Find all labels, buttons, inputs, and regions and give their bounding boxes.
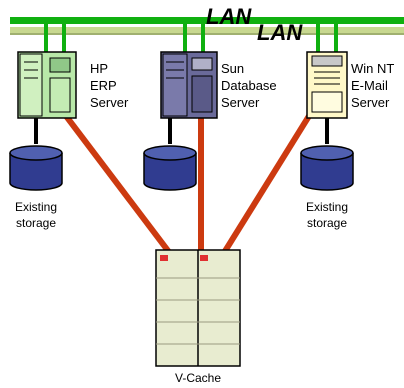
hp-label-line1: HP [90,61,108,76]
disk-storage-icon-3 [300,145,354,191]
san-links [60,110,312,258]
lan-drop-lines [44,24,338,54]
sun-label-line1: Sun [221,61,244,76]
hp-label-line3: Server [90,95,129,110]
vcache-label: V-Cache [175,371,221,385]
lan-label-1: LAN [206,4,252,29]
lan-backbone [10,17,404,35]
storage-3-label-line2: storage [307,216,347,230]
nt-server-label: Win NT E-Mail Server [351,61,394,110]
sun-server-label: Sun Database Server [221,61,277,110]
nt-label-line2: E-Mail [351,78,388,93]
sun-label-line2: Database [221,78,277,93]
nt-label-line3: Server [351,95,390,110]
disk-storage-icon-2 [143,145,197,191]
storage-1-label-line2: storage [16,216,56,230]
hp-server-icon [17,51,77,119]
hp-server-label: HP ERP Server [90,61,129,110]
storage-cabinet-icon [155,249,241,367]
sun-server-icon [160,51,218,119]
lan-label-2: LAN [257,20,303,45]
storage-3-label-line1: Existing [306,200,348,214]
disk-storage-icon-1 [9,145,63,191]
storage-connectors [34,118,329,144]
nt-server-icon [306,51,348,119]
sun-label-line3: Server [221,95,260,110]
hp-label-line2: ERP [90,78,117,93]
storage-1-label-line1: Existing [15,200,57,214]
nt-label-line1: Win NT [351,61,394,76]
